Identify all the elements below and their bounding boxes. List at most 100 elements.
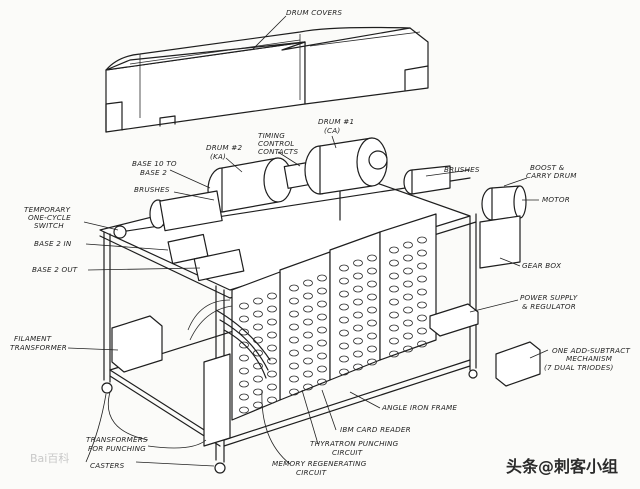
- vacuum-tube: [403, 267, 413, 275]
- vacuum-tube: [417, 327, 427, 335]
- label-addsub-2: MECHANISM: [566, 354, 613, 363]
- vacuum-tube: [403, 254, 413, 262]
- label-brushes-left: BRUSHES: [134, 185, 170, 194]
- vacuum-tube: [367, 267, 377, 275]
- vacuum-tube: [389, 285, 399, 293]
- vacuum-tube: [367, 306, 377, 314]
- label-timing-2: CONTROL: [258, 139, 295, 148]
- vacuum-tube: [267, 383, 277, 391]
- label-base10-1: BASE 10 TO: [132, 159, 177, 168]
- vacuum-tube: [253, 297, 263, 305]
- vacuum-tube: [389, 311, 399, 319]
- vacuum-tube: [339, 303, 349, 311]
- vacuum-tube: [367, 319, 377, 327]
- vacuum-tube: [317, 326, 327, 334]
- vacuum-tube: [367, 280, 377, 288]
- toutiao-watermark: 头条@刺客小组: [506, 457, 618, 476]
- vacuum-tube: [303, 383, 313, 391]
- vacuum-tube: [289, 336, 299, 344]
- vacuum-tube: [353, 285, 363, 293]
- vacuum-tube: [389, 272, 399, 280]
- vacuum-tube: [417, 236, 427, 244]
- vacuum-tube: [417, 340, 427, 348]
- label-temp-1: TEMPORARY: [24, 205, 71, 214]
- vacuum-tube: [353, 337, 363, 345]
- vacuum-tube: [353, 272, 363, 280]
- label-drum-covers: DRUM COVERS: [286, 8, 342, 17]
- vacuum-tube: [267, 357, 277, 365]
- vacuum-tube: [267, 305, 277, 313]
- vacuum-tube: [267, 292, 277, 300]
- vacuum-tube: [389, 337, 399, 345]
- label-drum1-code: (CA): [324, 126, 340, 135]
- vacuum-tube: [253, 388, 263, 396]
- vacuum-tube: [403, 293, 413, 301]
- vacuum-tube: [303, 357, 313, 365]
- vacuum-tube: [289, 284, 299, 292]
- vacuum-tube: [303, 318, 313, 326]
- vacuum-tube: [239, 380, 249, 388]
- vacuum-tube: [403, 280, 413, 288]
- label-thyratron-1: THYRATRON PUNCHING: [310, 439, 399, 448]
- drums-drawing: [113, 137, 527, 282]
- vacuum-tube: [339, 355, 349, 363]
- vacuum-tube: [403, 319, 413, 327]
- vacuum-tube: [417, 262, 427, 270]
- label-filament-1: FILAMENT: [14, 334, 52, 343]
- vacuum-tube: [267, 331, 277, 339]
- label-transformers-2: FOR PUNCHING: [88, 444, 146, 453]
- vacuum-tube: [303, 279, 313, 287]
- lower-components-drawing: [111, 299, 541, 447]
- vacuum-tube: [389, 246, 399, 254]
- label-timing-1: TIMING: [258, 131, 285, 140]
- vacuum-tube: [289, 310, 299, 318]
- vacuum-tube: [389, 298, 399, 306]
- label-drum2-code: (KA): [210, 152, 226, 161]
- label-power-1: POWER SUPPLY: [520, 293, 578, 302]
- vacuum-tube: [367, 293, 377, 301]
- vacuum-tube: [289, 297, 299, 305]
- vacuum-tube: [303, 331, 313, 339]
- baidu-watermark: Bai百科: [30, 451, 69, 465]
- label-memory-2: CIRCUIT: [296, 468, 327, 477]
- vacuum-tube: [339, 368, 349, 376]
- vacuum-tube: [253, 375, 263, 383]
- vacuum-tube: [317, 300, 327, 308]
- vacuum-tube: [289, 349, 299, 357]
- label-thyratron-2: CIRCUIT: [332, 448, 363, 457]
- vacuum-tube: [239, 315, 249, 323]
- vacuum-tube: [389, 324, 399, 332]
- vacuum-tube: [239, 406, 249, 414]
- vacuum-tube: [367, 332, 377, 340]
- vacuum-tube: [389, 350, 399, 358]
- vacuum-tube: [339, 329, 349, 337]
- vacuum-tube: [417, 288, 427, 296]
- vacuum-tube: [339, 277, 349, 285]
- vacuum-tube: [317, 274, 327, 282]
- label-timing-3: CONTACTS: [258, 147, 299, 156]
- vacuum-tube: [317, 352, 327, 360]
- vacuum-tube: [317, 339, 327, 347]
- label-casters: CASTERS: [90, 461, 125, 470]
- vacuum-tube: [417, 275, 427, 283]
- vacuum-tube: [317, 313, 327, 321]
- vacuum-tube: [403, 306, 413, 314]
- vacuum-tube: [239, 341, 249, 349]
- vacuum-tube: [353, 363, 363, 371]
- vacuum-tube: [239, 328, 249, 336]
- vacuum-tube: [289, 388, 299, 396]
- vacuum-tube: [339, 264, 349, 272]
- vacuum-tube: [303, 344, 313, 352]
- vacuum-tube: [253, 323, 263, 331]
- vacuum-tube: [289, 323, 299, 331]
- vacuum-tube: [239, 302, 249, 310]
- vacuum-tube: [417, 314, 427, 322]
- vacuum-tube: [367, 358, 377, 366]
- part-labels: DRUM COVERS DRUM #1 (CA) DRUM #2 (KA) TI…: [10, 8, 630, 477]
- drum-covers-drawing: [105, 26, 429, 133]
- vacuum-tube: [403, 345, 413, 353]
- vacuum-tube: [417, 249, 427, 257]
- vacuum-tube: [253, 362, 263, 370]
- vacuum-tube: [353, 324, 363, 332]
